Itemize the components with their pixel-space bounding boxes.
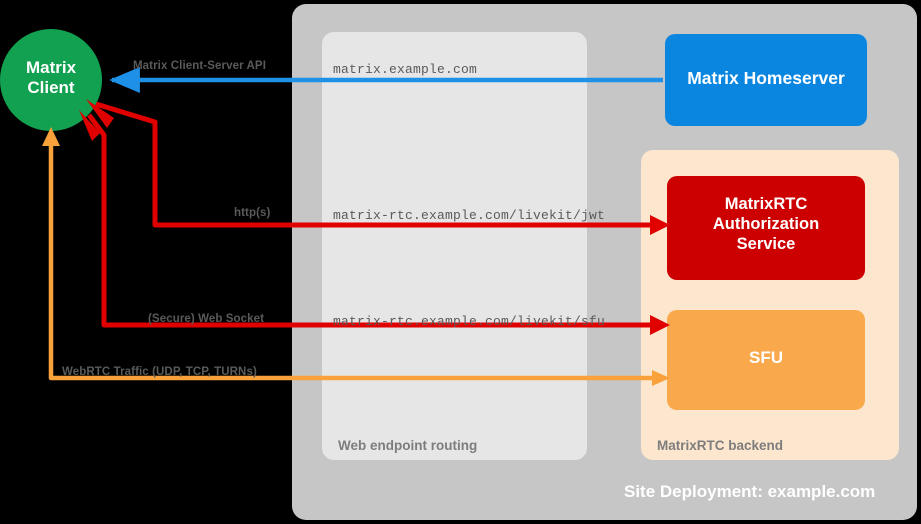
matrix-homeserver-label: Matrix Homeserver — [687, 68, 845, 88]
flow-line-https-jwt — [95, 101, 661, 228]
flow-line-webrtc-traffic — [48, 140, 661, 381]
flow-arrowhead-webrtc-client — [42, 127, 60, 146]
flow-arrowhead-webrtc-sfu — [652, 370, 670, 386]
flow-line-secure-websocket — [87, 113, 661, 328]
matrix-client-node[interactable] — [0, 29, 102, 131]
endpoint-matrix-example-com: matrix.example.com — [333, 62, 478, 77]
flow-label-matrix-client-server-api: Matrix Client-Server API — [133, 60, 266, 72]
flow-label-https: http(s) — [234, 207, 271, 219]
flow-arrowhead-secure-websocket-sfu — [650, 315, 670, 335]
site-deployment-label: Site Deployment: example.com — [624, 482, 876, 501]
web-endpoint-routing-label: Web endpoint routing — [338, 438, 478, 453]
endpoint-livekit-sfu: matrix-rtc.example.com/livekit/sfu — [333, 314, 606, 329]
flow-label-secure-websocket: (Secure) Web Socket — [148, 313, 265, 325]
matrixrtc-authorization-service-node[interactable] — [667, 176, 865, 280]
matrix-client-label: Matrix Client — [25, 58, 77, 98]
flow-arrowhead-secure-websocket-client — [79, 110, 100, 141]
matrixrtc-backend-label: MatrixRTC backend — [657, 438, 784, 453]
flow-arrowhead-https-jwt-client — [86, 99, 114, 128]
sfu-node[interactable] — [667, 310, 865, 410]
flow-label-webrtc-traffic: WebRTC Traffic (UDP, TCP, TURNs) — [62, 366, 257, 378]
matrixrtc-authorization-service-label: MatrixRTC Authorization Service — [712, 195, 820, 254]
matrix-homeserver-node[interactable] — [665, 34, 867, 126]
sfu-label: SFU — [749, 348, 783, 367]
endpoint-livekit-jwt: matrix-rtc.example.com/livekit/jwt — [333, 208, 606, 223]
web-endpoint-routing-container — [322, 32, 587, 460]
flow-arrowhead-https-jwt-auth — [650, 215, 670, 235]
